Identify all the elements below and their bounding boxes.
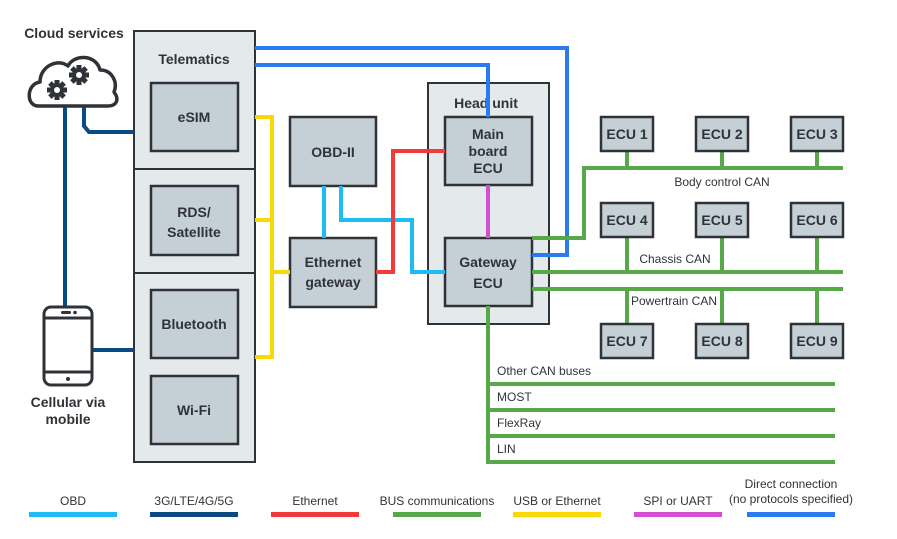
connection-wires (63, 46, 843, 464)
telematics-title: Telematics (158, 51, 230, 67)
rds-satellite-box (149, 184, 240, 257)
ecu-box: ECU 9 (789, 322, 845, 360)
cloud-services-label: Cloud services (24, 25, 124, 41)
cellular-cloud-to-telematics (82, 106, 134, 134)
bus-label-body-control: Body control CAN (674, 175, 769, 189)
ecu-group: ECU 1 ECU 2 ECU 3 ECU 4 ECU 5 ECU 6 ECU 7 ECU 8… (599, 115, 845, 360)
obd2-label: OBD-II (311, 144, 355, 160)
rds-label-line2: Satellite (167, 224, 221, 240)
ecu-box: ECU 6 (789, 201, 845, 239)
ecu-label: ECU 3 (796, 126, 837, 142)
legend-label-line2: (no protocols specified) (729, 492, 853, 506)
esim-box (149, 81, 240, 153)
usb-esim-link (255, 115, 274, 359)
bus-label-most: MOST (497, 390, 532, 404)
legend-item: Ethernet (271, 494, 359, 517)
ecu-box: ECU 1 (599, 115, 655, 153)
legend-swatch (271, 512, 359, 517)
ecu-label: ECU 5 (701, 212, 742, 228)
legend-item: BUS communications (380, 494, 495, 517)
legend-label: 3G/LTE/4G/5G (154, 494, 233, 508)
main-board-line1: Main (472, 126, 504, 142)
main-board-line2: board (469, 143, 508, 159)
legend-swatch (634, 512, 722, 517)
obd-obd2-to-gateway-ecu (339, 186, 445, 274)
esim-label: eSIM (178, 109, 211, 125)
legend-item: Direct connection(no protocols specified… (729, 477, 853, 517)
obd2-box (288, 115, 378, 188)
legend-swatch (747, 512, 835, 517)
ecu-label: ECU 8 (701, 333, 742, 349)
ecu-label: ECU 4 (606, 212, 647, 228)
bluetooth-label: Bluetooth (161, 316, 226, 332)
wifi-box (149, 374, 240, 446)
legend-label: USB or Ethernet (513, 494, 601, 508)
cloud-gears-icon (27, 55, 119, 108)
legend-swatch (150, 512, 238, 517)
direct-telematics-to-gateway (255, 46, 569, 257)
ethernet-gateway-to-mainboard (376, 149, 445, 274)
gateway-ecu-line2: ECU (473, 275, 503, 291)
legend-label: Direct connection (745, 477, 838, 491)
wifi-label: Wi-Fi (177, 402, 211, 418)
bus-label-chassis: Chassis CAN (639, 252, 710, 266)
legend-label: Ethernet (292, 494, 338, 508)
ecu-rect (694, 322, 750, 360)
bluetooth-box (149, 288, 240, 360)
ecu-rect (789, 322, 845, 360)
direct-telematics-to-mainboard (255, 63, 490, 117)
ethernet-gateway-line1: Ethernet (305, 254, 362, 270)
bus-gateway-to-body-can (532, 166, 843, 240)
ecu-label: ECU 9 (796, 333, 837, 349)
ecu-rect (599, 115, 655, 153)
ecu-rect (789, 115, 845, 153)
legend: OBD 3G/LTE/4G/5G Ethernet BUS communication… (29, 477, 853, 517)
ecu-box: ECU 4 (599, 201, 655, 239)
legend-swatch (393, 512, 481, 517)
legend-label: BUS communications (380, 494, 495, 508)
ecu-label: ECU 6 (796, 212, 837, 228)
bus-label-other-can: Other CAN buses (497, 364, 591, 378)
legend-swatch (513, 512, 601, 517)
mobile-label-line1: Cellular via (31, 394, 106, 410)
ecu-box: ECU 5 (694, 201, 750, 239)
legend-item: SPI or UART (634, 494, 722, 517)
bus-label-powertrain: Powertrain CAN (631, 294, 717, 308)
legend-item: OBD (29, 494, 117, 517)
main-board-line3: ECU (473, 160, 503, 176)
ecu-box: ECU 7 (599, 322, 655, 360)
ecu-rect (599, 201, 655, 239)
ecu-rect (694, 201, 750, 239)
ecu-box: ECU 8 (694, 322, 750, 360)
gateway-ecu-box (443, 236, 534, 308)
ecu-rect (694, 115, 750, 153)
ethernet-gateway-line2: gateway (305, 274, 360, 290)
legend-label: SPI or UART (643, 494, 713, 508)
legend-item: USB or Ethernet (513, 494, 601, 517)
mobile-label-line2: mobile (45, 411, 90, 427)
mobile-phone-icon (42, 305, 94, 387)
gateway-ecu-line1: Gateway (459, 254, 517, 270)
ecu-label: ECU 2 (701, 126, 742, 142)
ecu-label: ECU 1 (606, 126, 647, 142)
legend-item: 3G/LTE/4G/5G (150, 494, 238, 517)
ecu-box: ECU 3 (789, 115, 845, 153)
bus-label-lin: LIN (497, 442, 516, 456)
ecu-box: ECU 2 (694, 115, 750, 153)
ecu-rect (599, 322, 655, 360)
ecu-rect (789, 201, 845, 239)
rds-label-line1: RDS/ (177, 204, 211, 220)
ecu-label: ECU 7 (606, 333, 647, 349)
legend-swatch (29, 512, 117, 517)
legend-label: OBD (60, 494, 86, 508)
bus-label-flexray: FlexRay (497, 416, 541, 430)
ethernet-gateway-box (288, 236, 378, 309)
